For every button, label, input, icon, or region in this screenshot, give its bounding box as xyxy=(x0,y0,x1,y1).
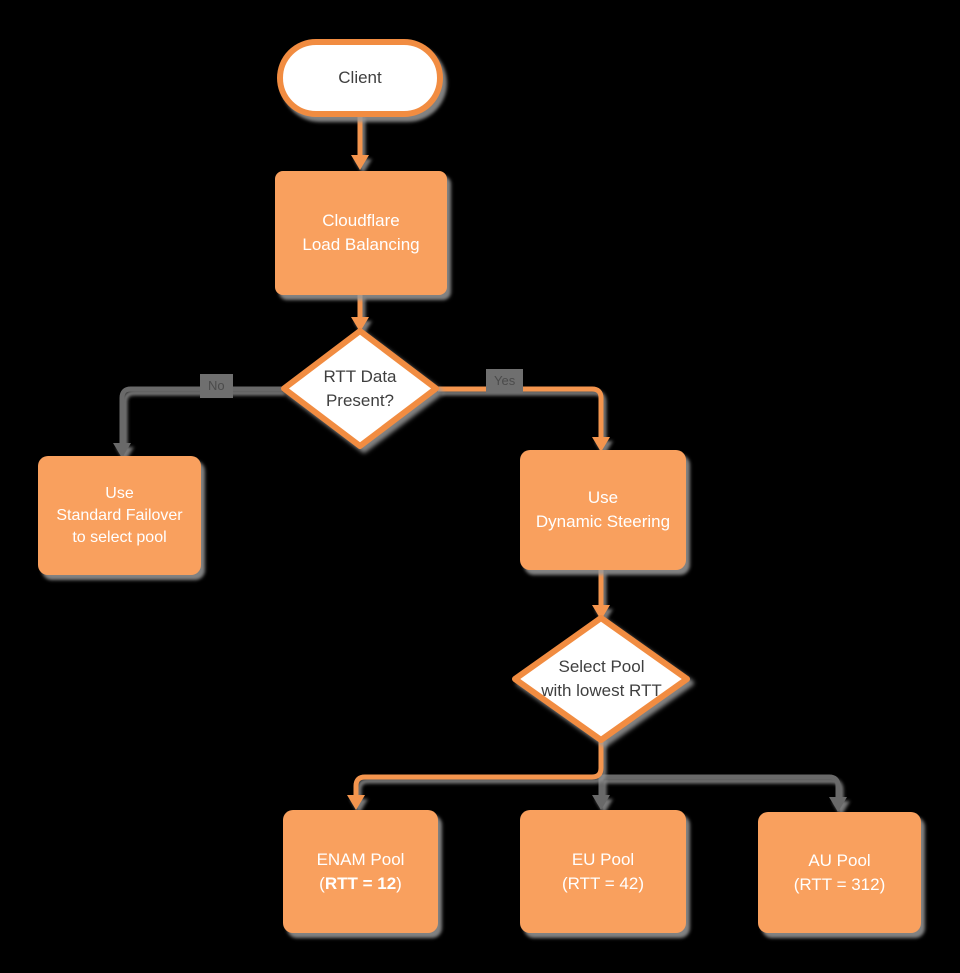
diamond-shape xyxy=(512,615,690,743)
node-select-pool-decision: Select Pool with lowest RTT xyxy=(512,615,691,743)
node-ds-line1: Use xyxy=(587,488,619,507)
edge-to-eu-pool xyxy=(592,775,610,810)
arrowhead-into-eu-pool xyxy=(592,795,610,810)
node-au-line1: AU Pool xyxy=(808,850,871,870)
arrowhead-into-lb xyxy=(351,155,369,170)
edge-no-branch xyxy=(113,386,282,458)
node-enam-line2: (RTT = 12) xyxy=(319,873,402,893)
node-d1-line2: Present? xyxy=(325,390,395,410)
edge-yes-branch xyxy=(438,386,610,452)
node-eu-pool: EU Pool (RTT = 42) xyxy=(520,810,686,933)
node-sf-line3: to select pool xyxy=(72,528,167,546)
arrowhead-into-au-pool xyxy=(829,797,847,812)
arrowhead-into-dynamic-steering xyxy=(592,437,610,452)
node-eu-line2: (RTT = 42) xyxy=(561,873,645,893)
node-cloudflare-load-balancing: Cloudflare Load Balancing xyxy=(275,171,447,295)
node-client-label: Client xyxy=(338,68,382,87)
edge-to-enam-pool xyxy=(347,736,604,810)
node-enam-pool: ENAM Pool (RTT = 12) xyxy=(283,810,438,933)
node-client: Client xyxy=(277,39,443,117)
edge-to-au-pool xyxy=(601,774,847,812)
node-eu-line1: EU Pool xyxy=(571,849,635,869)
node-use-dynamic-steering: Use Dynamic Steering xyxy=(520,450,686,570)
edge-client-to-lb xyxy=(351,113,369,170)
node-lb-line2: Load Balancing xyxy=(302,235,420,254)
arrowhead-into-select-pool xyxy=(592,605,610,620)
arrowhead-into-standard-failover xyxy=(113,443,131,458)
node-d2-line1: Select Pool xyxy=(558,657,645,676)
edge-lb-to-rtt-decision xyxy=(351,294,369,332)
node-rtt-data-present-decision: RTT Data Present? xyxy=(281,328,439,449)
arrowhead-into-enam-pool xyxy=(347,795,365,810)
node-ds-line2: Dynamic Steering xyxy=(535,512,671,531)
enam-rtt-value: RTT = 12 xyxy=(324,873,397,893)
node-sf-line2: Standard Failover xyxy=(56,506,183,524)
edge-label-no: No xyxy=(200,374,233,398)
node-lb-line1: Cloudflare xyxy=(322,211,400,230)
edge-label-yes: Yes xyxy=(486,369,524,393)
edge-ds-to-select-pool xyxy=(592,569,610,620)
node-use-standard-failover: Use Standard Failover to select pool xyxy=(38,456,201,575)
node-d1-line1: RTT Data xyxy=(323,366,397,386)
arrowhead-into-rtt-decision xyxy=(351,317,369,332)
node-enam-line1: ENAM Pool xyxy=(316,849,405,869)
node-sf-line1: Use xyxy=(105,484,134,502)
node-au-line2: (RTT = 312) xyxy=(793,874,886,894)
diamond-shape xyxy=(281,328,439,449)
node-au-pool: AU Pool (RTT = 312) xyxy=(758,812,921,933)
node-d2-line2: with lowest RTT xyxy=(541,681,662,700)
